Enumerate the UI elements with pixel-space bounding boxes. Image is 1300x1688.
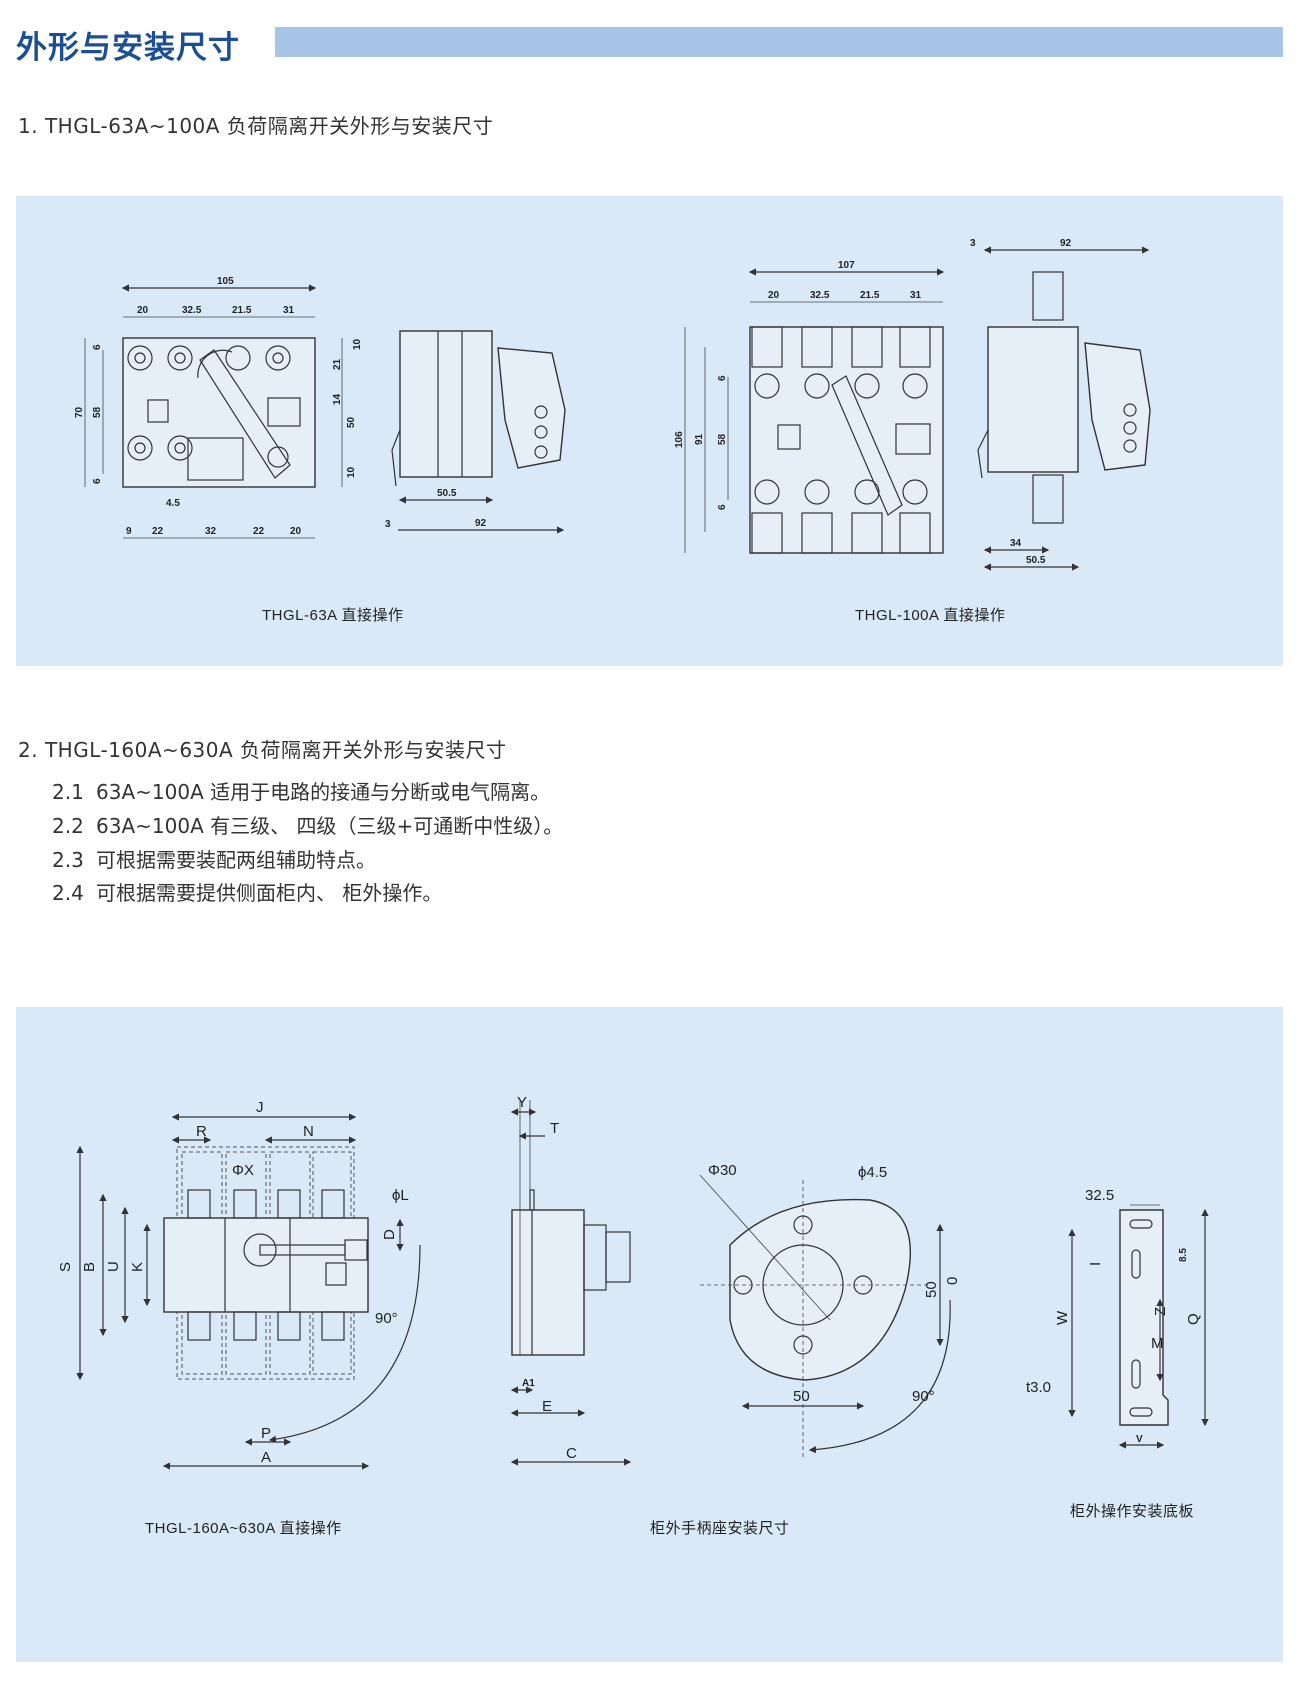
dim-label: 92 xyxy=(1060,238,1072,249)
dim-label-d: D xyxy=(381,1229,398,1240)
caption-100a: THGL-100A 直接操作 xyxy=(855,607,1005,624)
dim-label: 20 xyxy=(290,526,302,537)
caption-handle-seat: 柜外手柄座安装尺寸 xyxy=(650,1520,790,1537)
dim-label: 10 xyxy=(346,466,357,478)
dim-label: 21.5 xyxy=(860,290,880,301)
dim-label: 107 xyxy=(838,260,855,271)
dim-label: 10 xyxy=(352,338,363,350)
dim-label: 31 xyxy=(283,305,295,316)
dim-label-e: E xyxy=(542,1398,552,1415)
dim-label: 32.5 xyxy=(810,290,830,301)
caption-mounting-plate: 柜外操作安装底板 xyxy=(1070,1502,1194,1520)
drawing-63a-front: 105 20 32.5 21.5 31 70 58 6 6 10 21 14 5… xyxy=(74,276,363,539)
dim-label: 14 xyxy=(332,393,343,405)
section2-heading: 2. THGL-160A~630A 负荷隔离开关外形与安装尺寸 xyxy=(18,738,507,762)
dim-label: 106 xyxy=(674,431,685,448)
dim-label-8-5: 8.5 xyxy=(1178,1248,1189,1262)
drawing-100a-side xyxy=(977,271,1151,524)
title-accent-bar xyxy=(275,27,1283,57)
dim-label: 22 xyxy=(253,526,265,537)
dim-label: 6 xyxy=(717,504,728,510)
drawing-160a-side xyxy=(511,1100,631,1356)
dim-label-t3: t3.0 xyxy=(1026,1379,1051,1396)
section1-heading: 1. THGL-63A~100A 负荷隔离开关外形与安装尺寸 xyxy=(18,114,494,138)
caption-160a-630a: THGL-160A~630A 直接操作 xyxy=(145,1520,342,1537)
dim-label: 34 xyxy=(1010,538,1022,549)
dim-label: 4.5 xyxy=(166,498,180,509)
dim-label-m: M xyxy=(1151,1335,1164,1352)
dim-label: 70 xyxy=(74,406,85,418)
dim-label: 21 xyxy=(332,358,343,370)
dim-label: 20 xyxy=(137,305,149,316)
dim-label-50-horizontal: 50 xyxy=(793,1388,810,1405)
caption-63a: THGL-63A 直接操作 xyxy=(262,607,404,624)
dim-label-n: N xyxy=(303,1123,314,1140)
dim-label-s: S xyxy=(57,1262,74,1272)
dim-label-a1: A1 xyxy=(522,1378,535,1389)
drawing-handle-seat xyxy=(699,1174,951,1460)
dim-label: 22 xyxy=(152,526,164,537)
dim-label-x: ΦX xyxy=(232,1162,254,1179)
dim-label-p: P xyxy=(261,1425,271,1442)
drawing-160a-front xyxy=(163,1146,421,1443)
dim-label: 50 xyxy=(346,416,357,428)
dim-label-b: B xyxy=(81,1262,98,1272)
dim-label: 92 xyxy=(475,518,487,529)
dim-label: 58 xyxy=(717,433,728,445)
dim-label-c: C xyxy=(566,1445,577,1462)
dim-label-u: U xyxy=(105,1261,122,1272)
dim-label: 50.5 xyxy=(1026,555,1046,566)
dim-label-w: W xyxy=(1054,1310,1071,1325)
dim-label-phi4-5: ϕ4.5 xyxy=(858,1164,887,1181)
dim-label-32-5: 32.5 xyxy=(1085,1187,1114,1204)
dim-label: 3 xyxy=(385,519,391,530)
dim-label: 20 xyxy=(768,290,780,301)
dim-label-k: K xyxy=(129,1262,146,1272)
dim-label: 6 xyxy=(92,344,103,350)
drawing-63a-side: 50.5 3 92 xyxy=(385,330,566,534)
dim-label: 6 xyxy=(92,478,103,484)
dim-label: 32.5 xyxy=(182,305,202,316)
dim-label-v: V xyxy=(1136,1434,1143,1445)
dim-label-a: A xyxy=(261,1449,271,1466)
dim-label-j: J xyxy=(256,1099,264,1116)
dim-label: 50.5 xyxy=(437,488,457,499)
dim-label-phi30: Φ30 xyxy=(708,1162,737,1179)
drawing-100a-front xyxy=(749,326,944,554)
dim-label-r: R xyxy=(196,1123,207,1140)
angle-label: 90° xyxy=(375,1310,398,1327)
dim-label-q: Q xyxy=(1185,1313,1202,1325)
drawing-mounting-plate xyxy=(1119,1209,1169,1426)
dim-label-t: T xyxy=(550,1120,559,1137)
dim-label-i: I xyxy=(1087,1262,1104,1266)
dim-label: 3 xyxy=(970,238,976,249)
dim-label-z: Z xyxy=(1152,1307,1169,1316)
page-title: 外形与安装尺寸 xyxy=(16,30,240,66)
dim-label-y: Y xyxy=(517,1094,527,1111)
dim-label-50-vertical: 50 xyxy=(923,1281,940,1298)
dim-label: 58 xyxy=(92,406,103,418)
dim-label-o: 0 xyxy=(944,1277,961,1285)
dim-label: 31 xyxy=(910,290,922,301)
dim-label: 105 xyxy=(217,276,234,287)
dim-label: 32 xyxy=(205,526,217,537)
angle-label: 90° xyxy=(912,1388,935,1405)
dim-label: 21.5 xyxy=(232,305,252,316)
dim-label: 9 xyxy=(126,526,132,537)
dim-label: 91 xyxy=(694,433,705,445)
dim-label-l: ϕL xyxy=(392,1187,409,1204)
dim-label: 6 xyxy=(717,375,728,381)
